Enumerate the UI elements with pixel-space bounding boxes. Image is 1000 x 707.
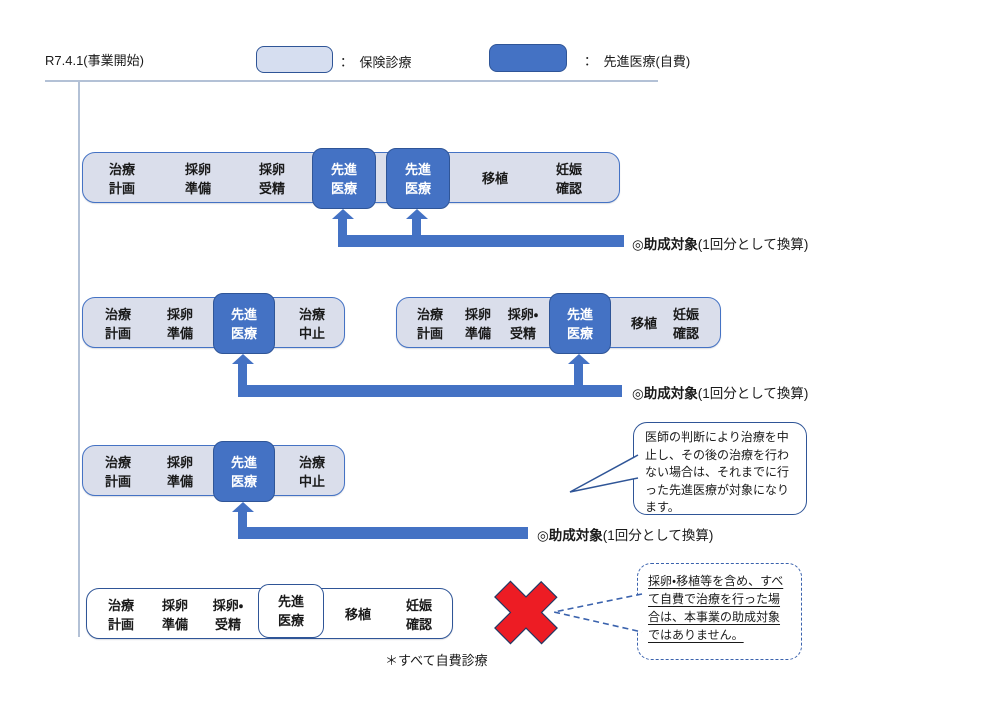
flow-step-advanced: 先進 医療 xyxy=(549,293,611,354)
arrow-stem xyxy=(338,218,347,236)
subsidy-caption: ◎助成対象(1回分として換算) xyxy=(537,524,713,544)
subsidy-caption-rest: (1回分として換算) xyxy=(697,237,809,252)
flow-step-advanced: 先進 医療 xyxy=(213,293,275,354)
flow-step: 採卵 受精 xyxy=(258,161,285,196)
timeline-horizontal-rule xyxy=(45,80,658,82)
up-arrow-icon xyxy=(568,354,590,364)
advanced-care-swatch xyxy=(489,44,567,72)
insurance-swatch xyxy=(256,46,333,73)
flow-row2-full: 治療 計画 採卵 準備 採卵・ 受精 先進 医療 移植 妊娠 確認 xyxy=(396,293,721,354)
flow-step: 治療 計画 xyxy=(107,597,134,632)
flow-step: 治療 中止 xyxy=(298,454,325,489)
subsidy-caption: ◎助成対象(1回分として換算) xyxy=(632,382,808,402)
flow-step: 採卵 準備 xyxy=(464,306,491,341)
arrow-stem xyxy=(574,363,583,386)
flow-step: 治療 計画 xyxy=(416,306,443,341)
selfpay-note-callout: 採卵・移植等を含め、すべ て自費で治療を行った場 合は、本事業の助成対象 ではあ… xyxy=(637,563,802,660)
flow-row2-stopped: 治療 計画 採卵 準備 先進 医療 治療 中止 xyxy=(82,293,345,354)
subsidy-caption-bold: ◎助成対象 xyxy=(632,386,698,401)
flow-step: 妊娠 確認 xyxy=(555,161,582,196)
flow-step: 治療 計画 xyxy=(108,161,135,196)
flow-step: 妊娠 確認 xyxy=(405,597,432,632)
flow-step: 治療 計画 xyxy=(104,306,131,341)
doctor-note-callout: 医師の判断により治療を中 止し、その後の治療を行わ ない場合は、それまでに行 っ… xyxy=(633,422,807,515)
callout-dashed-tail-icon xyxy=(553,593,643,633)
subsidy-caption-bold: ◎助成対象 xyxy=(537,528,603,543)
subsidy-caption-bold: ◎助成対象 xyxy=(632,237,698,252)
arrow-stem xyxy=(238,363,247,386)
flow-step: 採卵・ 受精 xyxy=(507,306,539,341)
subsidy-bracket-bar xyxy=(338,235,624,247)
callout-tail-icon xyxy=(569,454,639,493)
self-pay-note: ＊すべて自費診療 xyxy=(385,653,488,668)
flow-step-advanced: 先進 医療 xyxy=(386,148,450,209)
subsidy-caption-rest: (1回分として換算) xyxy=(697,386,809,401)
selfpay-note-text: 採卵・移植等を含め、すべ て自費で治療を行った場 合は、本事業の助成対象 ではあ… xyxy=(648,574,784,642)
flow-step: 採卵・ 受精 xyxy=(212,597,244,632)
up-arrow-icon xyxy=(332,209,354,219)
start-date-label: R7.4.1(事業開始) xyxy=(45,53,144,68)
flow-step: 移植 xyxy=(344,607,371,622)
arrow-stem xyxy=(412,218,421,236)
flow-step-advanced-selfpay: 先進 医療 xyxy=(258,584,324,638)
flow-step: 採卵 準備 xyxy=(166,306,193,341)
arrow-stem xyxy=(238,511,247,528)
flow-step: 移植 xyxy=(481,171,508,186)
up-arrow-icon xyxy=(406,209,428,219)
subsidy-bracket-bar xyxy=(238,527,528,539)
flow-step-advanced: 先進 医療 xyxy=(213,441,275,502)
advanced-legend-label: ： 先進医療(自費) xyxy=(584,54,691,69)
flow-step: 採卵 準備 xyxy=(184,161,211,196)
flow-row1: 治療 計画 採卵 準備 採卵 受精 先進 医療 先進 医療 移植 妊娠 確認 xyxy=(82,148,620,209)
flow-row4-selfpay: 治療 計画 採卵 準備 採卵・ 受精 先進 医療 移植 妊娠 確認 xyxy=(86,584,453,639)
flow-step: 採卵 準備 xyxy=(161,597,188,632)
up-arrow-icon xyxy=(232,502,254,512)
flow-row3-stopped: 治療 計画 採卵 準備 先進 医療 治療 中止 xyxy=(82,441,345,502)
flow-step: 治療 計画 xyxy=(104,454,131,489)
flow-step: 移植 xyxy=(630,316,657,331)
insurance-legend-label: ： 保険診療 xyxy=(340,55,412,70)
subsidy-caption-rest: (1回分として換算) xyxy=(602,528,714,543)
flow-step: 採卵 準備 xyxy=(166,454,193,489)
up-arrow-icon xyxy=(232,354,254,364)
flow-step: 治療 中止 xyxy=(298,306,325,341)
subsidy-caption: ◎助成対象(1回分として換算) xyxy=(632,233,808,253)
flow-step-advanced: 先進 医療 xyxy=(312,148,376,209)
flow-step: 妊娠 確認 xyxy=(672,306,699,341)
timeline-vertical-rule xyxy=(78,81,80,637)
red-x-icon xyxy=(494,580,558,645)
subsidy-bracket-bar xyxy=(238,385,622,397)
